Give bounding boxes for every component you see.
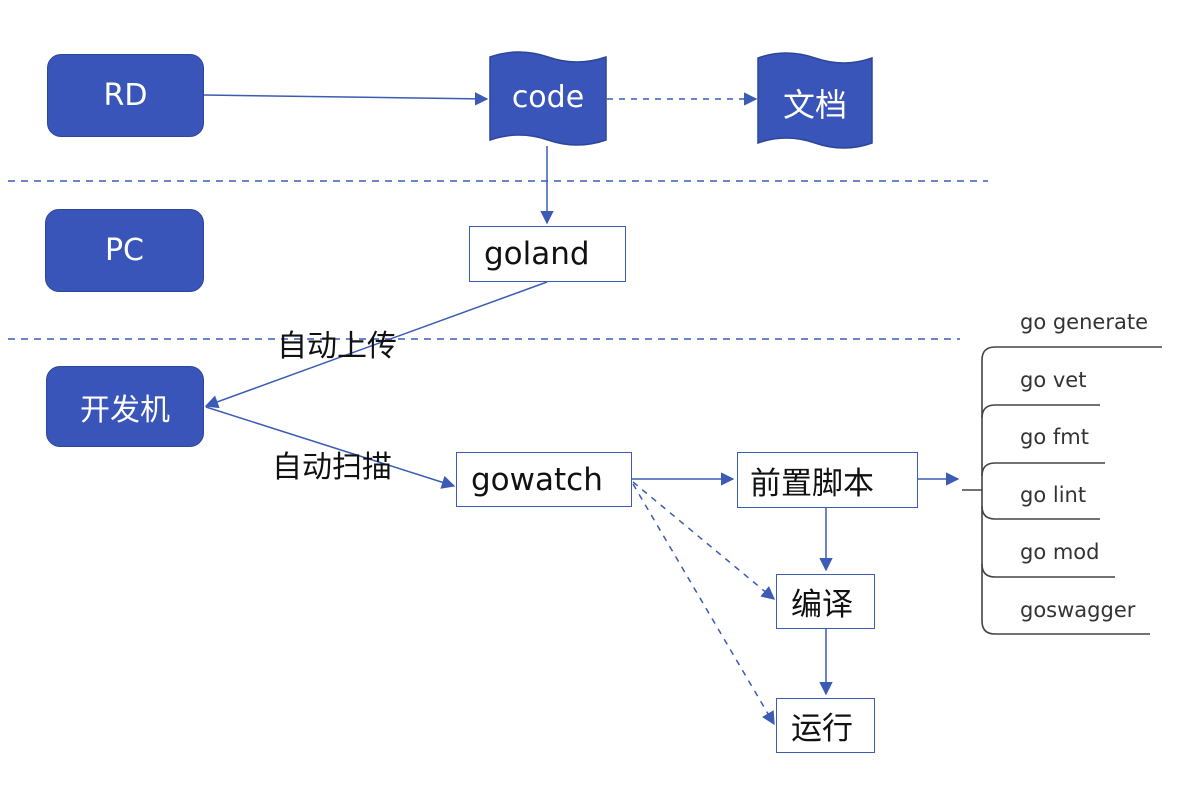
docs-document-shape [757,52,873,149]
compile-box: 编译 [776,574,875,629]
edge-rd-to-code [203,92,489,106]
tool-label-go-mod: go mod [1020,540,1100,564]
run-label: 运行 [791,711,853,747]
tool-label-go-vet: go vet [1020,368,1087,392]
edge-goland-to-devbox [204,281,548,409]
rd-role-label: RD [103,78,148,113]
code-document-shape [489,51,607,146]
devbox-role-box: 开发机 [46,366,204,447]
rd-role-box: RD [47,54,204,137]
compile-label: 编译 [791,587,853,623]
pc-role-box: PC [45,209,204,292]
gowatch-box: gowatch [456,452,632,507]
goland-label: goland [484,236,590,272]
auto-scan-label: 自动扫描 [272,450,392,485]
run-box: 运行 [776,698,875,753]
gowatch-label: gowatch [471,461,603,498]
edge-devbox-to-gowatch [205,406,456,489]
edge-gowatch-to-run [632,483,775,726]
tool-label-go-lint: go lint [1020,483,1087,507]
tool-label-go-generate: go generate [1020,310,1148,334]
pc-role-label: PC [104,233,145,268]
auto-upload-label: 自动上传 [277,329,397,364]
tools-bracket [962,346,1162,635]
goland-box: goland [469,226,626,282]
docs-document-label: 文档 [782,86,847,124]
code-document-label: code [511,80,585,115]
prescript-box: 前置脚本 [737,452,918,508]
prescript-label: 前置脚本 [750,465,874,502]
tool-label-go-fmt: go fmt [1020,425,1089,449]
devbox-role-label: 开发机 [80,392,170,428]
tool-label-goswagger: goswagger [1020,598,1136,622]
